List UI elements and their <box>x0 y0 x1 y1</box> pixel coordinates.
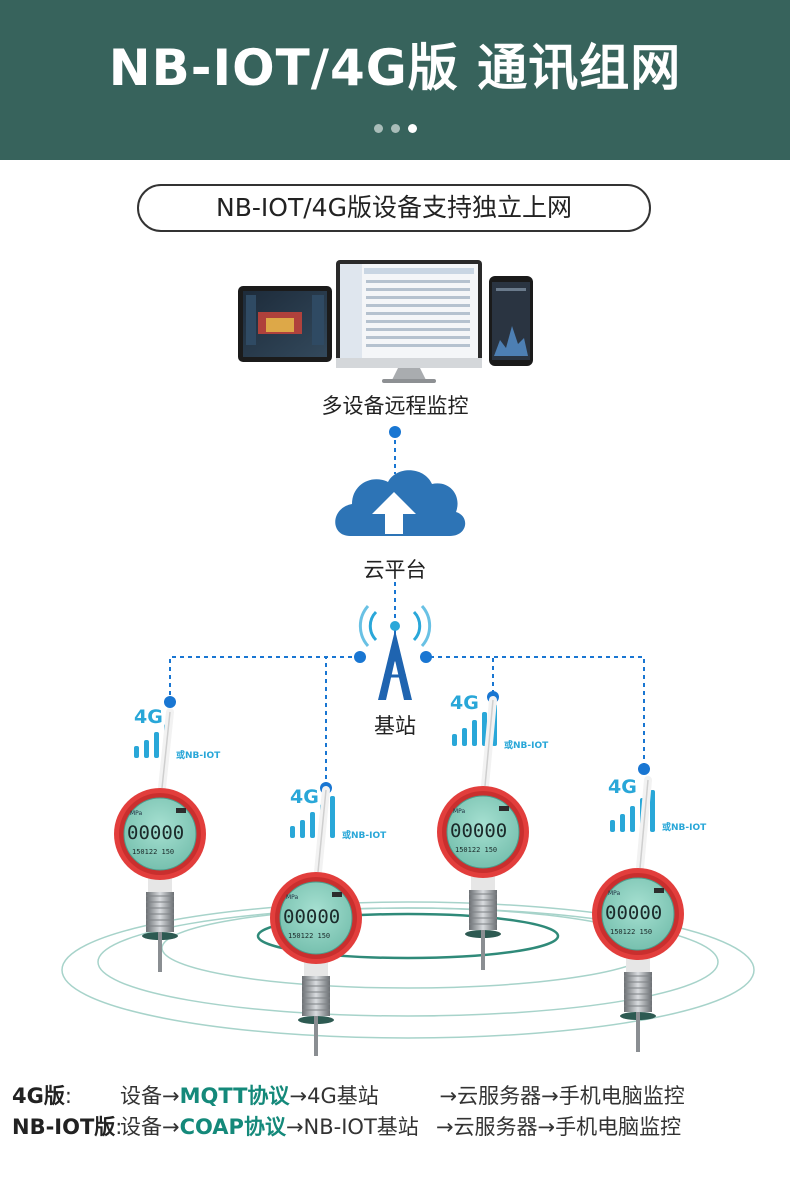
legend-sep: : <box>64 1084 72 1108</box>
ground-ring-inner <box>256 912 560 960</box>
legend-pre: 设备→ <box>120 1084 180 1108</box>
lcd-sub-device-1: 150122 150 <box>132 848 175 856</box>
lcd-screen-device-3 <box>446 795 520 869</box>
link-dot-left <box>354 651 366 663</box>
page-title: NB-IOT/4G版 通讯组网 <box>108 39 682 97</box>
lcd-unit-device-4: MPa <box>608 890 621 897</box>
lcd-value-device-4: 00000 <box>605 902 663 924</box>
link-dot-device-1 <box>164 696 176 708</box>
lcd-sub-device-3: 150122 150 <box>455 846 498 854</box>
cloud-label: 云平台 <box>363 558 427 582</box>
fitting-device-4 <box>624 972 652 1012</box>
lcd-value-device-1: 00000 <box>127 822 185 844</box>
lcd-screen-device-2 <box>279 881 353 955</box>
lcd-unit-device-3: MPa <box>453 808 466 815</box>
lcd-screen-device-4 <box>601 877 675 951</box>
fitting-device-2 <box>302 976 330 1016</box>
legend-tail: →云服务器→手机电脑监控 <box>439 1084 685 1108</box>
lcd-value-device-3: 00000 <box>450 820 508 842</box>
legend-name: NB-IOT版 <box>12 1115 116 1139</box>
legend-tail: →云服务器→手机电脑监控 <box>435 1115 682 1139</box>
legend-name: 4G版 <box>12 1084 65 1108</box>
carousel-dot[interactable] <box>373 124 383 133</box>
legend-protocol: MQTT协议 <box>179 1084 290 1108</box>
carousel-dot-active[interactable] <box>407 124 417 133</box>
alt-network-label-device-3: 或NB-IOT <box>504 741 549 751</box>
carousel-dots <box>0 118 790 137</box>
battery-icon <box>176 808 186 813</box>
legend-row-4g: 4G版: 设备→MQTT协议→4G基站 →云服务器→手机电脑监控 <box>12 1080 685 1110</box>
header-banner: NB-IOT/4G版 通讯组网 <box>0 0 790 160</box>
alt-network-label-device-1: 或NB-IOT <box>176 751 221 761</box>
lcd-screen-device-1 <box>123 797 197 871</box>
neck-device-3 <box>471 874 495 890</box>
smartphone-icon <box>489 276 533 366</box>
signal-type-label-device-2: 4G <box>290 786 319 808</box>
legend-sep: : <box>115 1115 123 1139</box>
base-station-label: 基站 <box>374 714 416 738</box>
lcd-unit-device-2: MPa <box>286 894 299 901</box>
link-dot-right <box>420 651 432 663</box>
legend-rest: →4G基站 <box>289 1084 379 1108</box>
alt-network-label-device-4: 或NB-IOT <box>662 823 707 833</box>
probe-device-3 <box>481 930 485 970</box>
network-diagram <box>61 260 755 1056</box>
fitting-device-1 <box>146 892 174 932</box>
battery-icon <box>654 888 664 893</box>
neck-device-2 <box>304 960 328 976</box>
neck-device-1 <box>148 876 172 892</box>
desktop-monitor-icon <box>336 260 482 383</box>
battery-icon <box>332 892 342 897</box>
legend-pre: 设备→ <box>120 1115 180 1139</box>
base-station-tower-icon <box>358 605 432 700</box>
monitoring-devices-illustration <box>238 260 533 383</box>
connector-dot-top <box>389 426 401 438</box>
cloud-upload-icon <box>335 470 466 536</box>
legend-row-nbiot: NB-IOT版:设备→COAP协议→NB-IOT基站 →云服务器→手机电脑监控 <box>12 1111 681 1141</box>
signal-type-label-device-4: 4G <box>608 776 637 798</box>
lcd-sub-device-2: 150122 150 <box>288 932 331 940</box>
link-dot-device-4 <box>638 763 650 775</box>
monitor-label: 多设备远程监控 <box>321 394 469 418</box>
signal-type-label-device-3: 4G <box>450 692 479 714</box>
lcd-sub-device-4: 150122 150 <box>610 928 653 936</box>
battery-icon <box>499 806 509 811</box>
legend-rest: →NB-IOT基站 <box>285 1115 419 1139</box>
tablet-icon <box>238 286 332 362</box>
probe-device-4 <box>636 1012 640 1052</box>
probe-device-1 <box>158 932 162 972</box>
neck-device-4 <box>626 956 650 972</box>
antenna-edge-device-4 <box>639 779 649 869</box>
lcd-value-device-2: 00000 <box>283 906 341 928</box>
network-links <box>169 656 645 788</box>
lcd-unit-device-1: MPa <box>130 810 143 817</box>
signal-type-label-device-1: 4G <box>134 706 163 728</box>
antenna-edge-device-1 <box>161 711 171 789</box>
fitting-device-3 <box>469 890 497 930</box>
legend-protocol: COAP协议 <box>179 1115 286 1139</box>
subtitle-pill: NB-IOT/4G版设备支持独立上网 <box>137 184 651 232</box>
carousel-dot[interactable] <box>390 124 400 133</box>
alt-network-label-device-2: 或NB-IOT <box>342 831 387 841</box>
probe-device-2 <box>314 1016 318 1056</box>
antenna-edge-device-3 <box>484 699 494 787</box>
antenna-edge-device-2 <box>317 789 327 873</box>
